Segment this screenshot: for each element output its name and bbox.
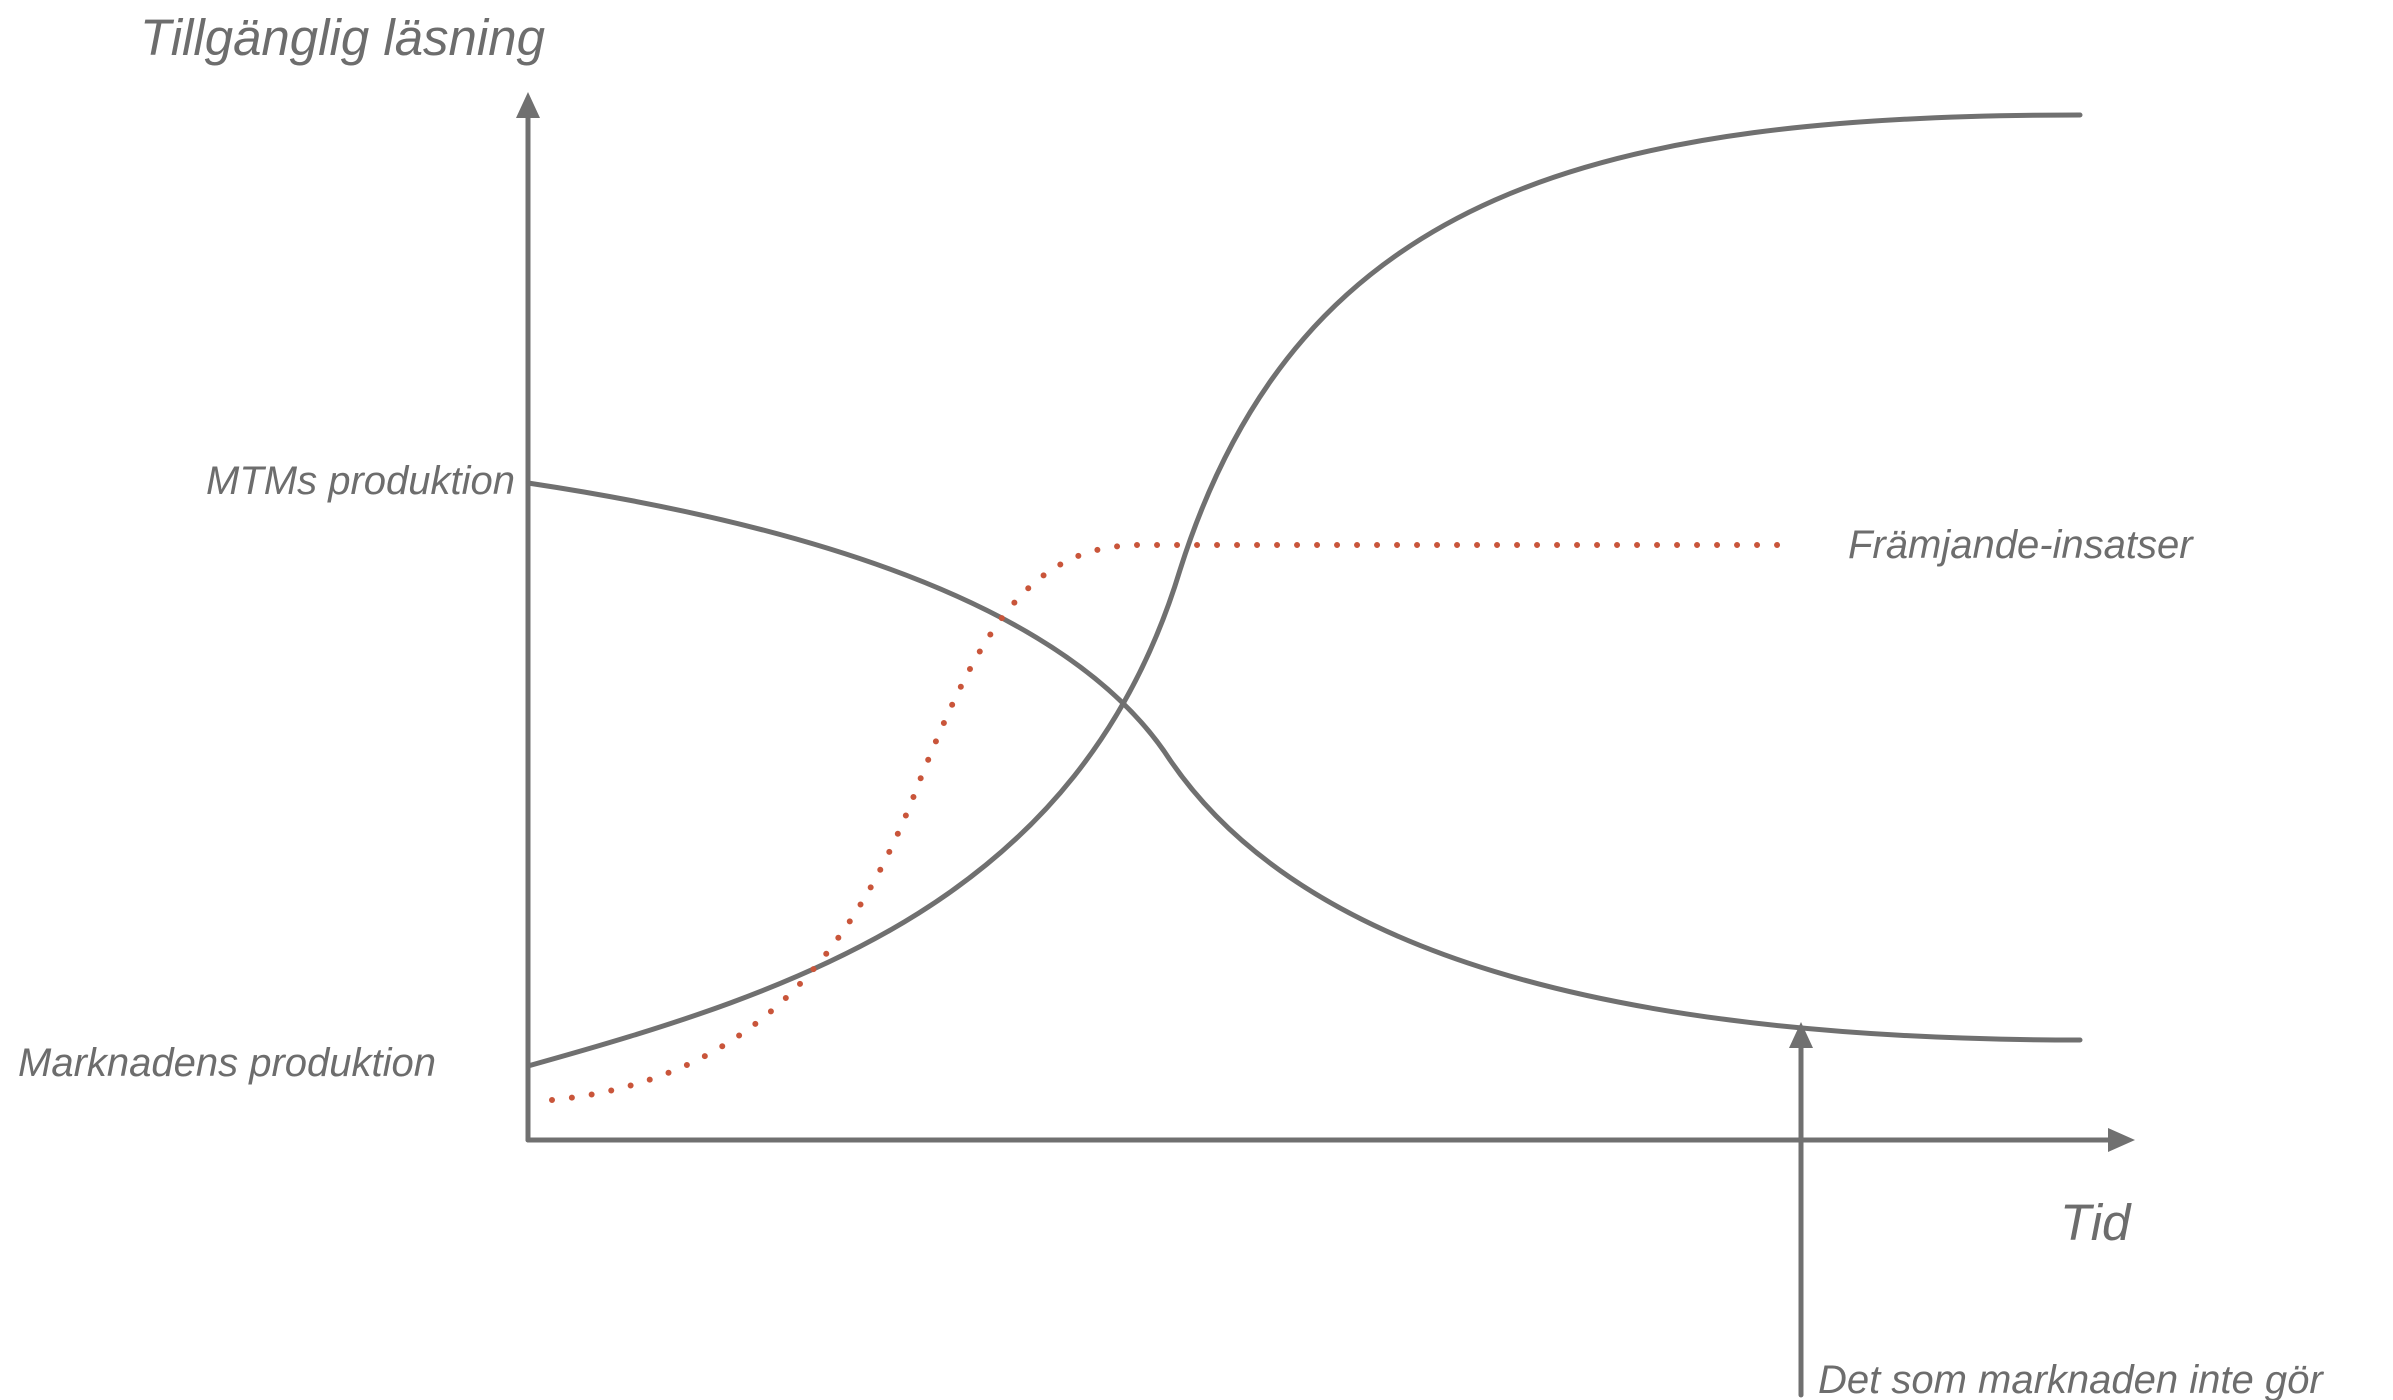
x-axis-title: Tid — [2060, 1194, 2132, 1251]
mtm-production-curve — [525, 480, 2083, 1043]
promotion-efforts-curve — [549, 542, 1793, 1103]
promotion-efforts-label: Främjande-insatser — [1848, 523, 2194, 567]
gap-label: Det som marknaden inte gör — [1818, 1358, 2324, 1400]
y-axis-title: Tillgänglig läsning — [140, 9, 545, 66]
market-production-curve — [525, 112, 2083, 1069]
y-axis-arrowhead — [516, 92, 540, 118]
market-production-label: Marknadens produktion — [18, 1041, 436, 1085]
x-axis-arrowhead — [2108, 1128, 2135, 1152]
gap-arrowhead — [1789, 1022, 1813, 1048]
mtm-production-label: MTMs produktion — [206, 459, 515, 503]
